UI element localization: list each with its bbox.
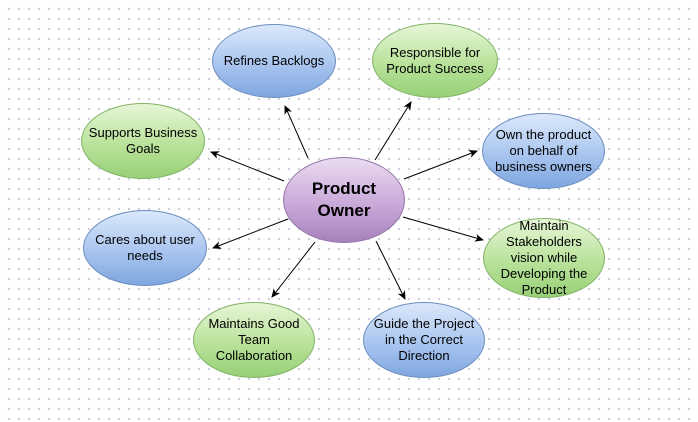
edge-to-cares-about-user-needs [212,218,289,249]
node-maintains-good-team-collaboration-label: Maintains Good Team Collaboration [208,316,300,363]
node-guide-the-project-label: Guide the Project in the Correct Directi… [373,316,475,363]
edge-to-guide-the-project [375,240,406,300]
edge-to-responsible-for-product-success [374,101,412,161]
node-supports-business-goals-label: Supports Business Goals [88,125,198,156]
node-maintains-good-team-collaboration[interactable]: Maintains Good Team Collaboration [193,302,315,378]
node-maintain-stakeholders-vision-label: Maintain Stakeholders vision while Devel… [500,218,588,297]
edge-to-own-the-product [403,150,478,180]
node-guide-the-project[interactable]: Guide the Project in the Correct Directi… [363,302,485,378]
node-responsible-for-product-success-label: Responsible for Product Success [386,44,484,76]
edge-to-supports-business-goals [210,151,285,182]
edge-to-maintains-good-team-collaboration [271,241,316,298]
node-refines-backlogs[interactable]: Refines Backlogs [212,24,336,98]
node-cares-about-user-needs[interactable]: Cares about user needs [83,210,207,286]
edge-to-refines-backlogs [284,105,309,159]
edge-to-maintain-stakeholders-vision [402,216,484,242]
node-product-owner[interactable]: Product Owner [283,157,405,243]
node-own-the-product-label: Own the product on behalf of business ow… [495,127,592,174]
node-maintain-stakeholders-vision[interactable]: Maintain Stakeholders vision while Devel… [483,218,605,298]
node-product-owner-label: Product Owner [311,179,377,220]
node-supports-business-goals[interactable]: Supports Business Goals [81,103,205,179]
node-cares-about-user-needs-label: Cares about user needs [95,232,195,263]
node-responsible-for-product-success[interactable]: Responsible for Product Success [372,23,498,98]
node-own-the-product[interactable]: Own the product on behalf of business ow… [482,113,605,189]
node-refines-backlogs-label: Refines Backlogs [223,53,325,68]
